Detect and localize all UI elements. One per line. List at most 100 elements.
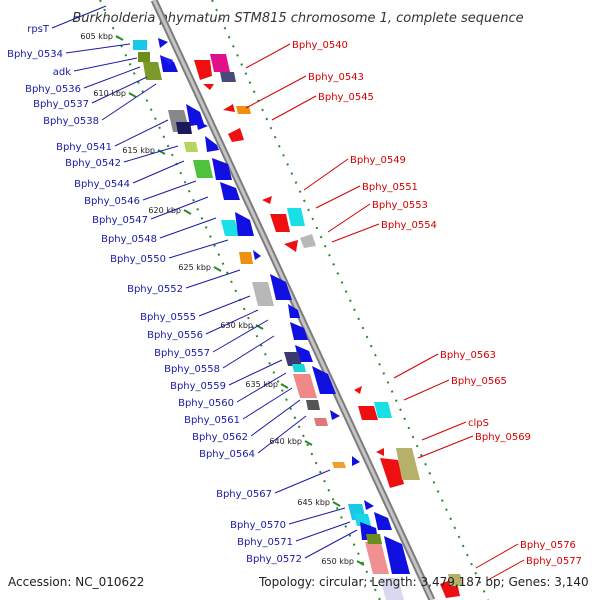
tick-mark [128, 92, 137, 98]
gene-feature [176, 122, 192, 134]
gene-feature [220, 182, 240, 200]
gene-label: Bphy_0559 [170, 381, 226, 392]
gene-label: Bphy_0562 [192, 432, 248, 443]
leader-line [114, 119, 169, 147]
leader-line [421, 421, 467, 441]
gene-label: Bphy_0576 [520, 540, 576, 551]
leader-line [168, 239, 229, 259]
gene-feature [314, 418, 328, 426]
leader-line [222, 335, 275, 369]
gene-feature [270, 214, 290, 232]
tick-label: 615 kbp [122, 146, 155, 155]
tick-mark [157, 149, 166, 155]
gene-feature [364, 500, 374, 510]
gene-feature [288, 304, 300, 318]
gene-label: Bphy_0556 [147, 330, 203, 341]
gene-label: Bphy_0547 [92, 215, 148, 226]
gene-feature [396, 448, 420, 480]
leader-line [417, 435, 474, 459]
tick-mark [115, 35, 124, 41]
gene-feature [365, 542, 389, 574]
gene-label: Bphy_0557 [154, 348, 210, 359]
leader-line [274, 469, 331, 494]
tick-label: 605 kbp [80, 32, 113, 41]
gene-label: Bphy_0549 [350, 155, 406, 166]
gene-feature [376, 448, 384, 456]
gene-label: Bphy_0554 [381, 220, 437, 231]
gene-feature [380, 458, 404, 488]
leader-line [271, 95, 317, 121]
leader-line [228, 359, 283, 386]
gene-feature [186, 104, 204, 126]
gene-label: Bphy_0534 [7, 49, 63, 60]
gene-label: Bphy_0567 [216, 489, 272, 500]
gene-label: Bphy_0563 [440, 350, 496, 361]
leader-line [257, 415, 307, 454]
gene-feature [235, 212, 254, 236]
leader-line [142, 180, 197, 201]
tick-label: 645 kbp [297, 498, 330, 507]
gene-feature [158, 38, 168, 48]
gene-feature [221, 220, 239, 236]
leader-line [304, 529, 358, 559]
leader-line [83, 66, 141, 89]
gene-feature [253, 250, 261, 260]
leader-line [65, 43, 131, 54]
gene-label: rpsT [27, 24, 50, 35]
gene-label: Bphy_0536 [25, 84, 81, 95]
gene-feature [330, 410, 340, 420]
leader-line [245, 43, 291, 69]
gene-feature [203, 84, 214, 90]
leader-line [132, 160, 185, 184]
leader-line [331, 223, 380, 243]
topology-text: Topology: circular; Length: 3,479,187 bp… [258, 575, 589, 589]
tick-label: 610 kbp [93, 89, 126, 98]
tick-label: 640 kbp [269, 437, 302, 446]
gene-label: Bphy_0542 [65, 158, 121, 169]
gene-feature [236, 106, 251, 114]
tick-label: 635 kbp [245, 380, 278, 389]
leader-line [159, 217, 217, 239]
gene-feature [284, 240, 298, 252]
gene-feature [448, 574, 464, 586]
gene-feature [332, 462, 346, 468]
gene-feature [290, 322, 308, 340]
leader-line [101, 83, 157, 121]
left-gene-track [133, 38, 410, 600]
tick-mark [213, 266, 222, 272]
leader-line [185, 269, 241, 289]
gene-label: Bphy_0540 [292, 40, 348, 51]
leader-line [212, 319, 269, 353]
right-gene-track [194, 54, 464, 598]
gene-label: Bphy_0572 [246, 554, 302, 565]
leader-line [288, 507, 346, 525]
gene-label: Bphy_0564 [199, 449, 255, 460]
leader-line [236, 372, 287, 403]
gene-feature [220, 72, 236, 82]
leader-line [403, 379, 450, 401]
gene-feature [366, 534, 382, 544]
leader-line [475, 543, 519, 569]
gene-feature [143, 62, 162, 80]
tick-label: 630 kbp [220, 321, 253, 330]
gene-feature [312, 366, 336, 394]
gene-feature [252, 282, 274, 306]
gene-feature [138, 52, 150, 62]
gene-label: adk [53, 67, 71, 78]
gene-label: Bphy_0552 [127, 284, 183, 295]
gene-feature [384, 536, 410, 574]
tick-mark [332, 501, 341, 507]
gene-feature [292, 364, 306, 372]
gene-label: Bphy_0545 [318, 92, 374, 103]
gene-label: Bphy_0543 [308, 72, 364, 83]
tick-mark [356, 560, 365, 566]
tick-mark [255, 324, 264, 330]
gene-feature [193, 160, 213, 178]
accession-text: Accession: NC_010622 [8, 575, 144, 589]
tick-mark [304, 440, 313, 446]
leader-line [295, 521, 351, 542]
leader-line [91, 76, 148, 104]
gene-feature [358, 406, 378, 420]
